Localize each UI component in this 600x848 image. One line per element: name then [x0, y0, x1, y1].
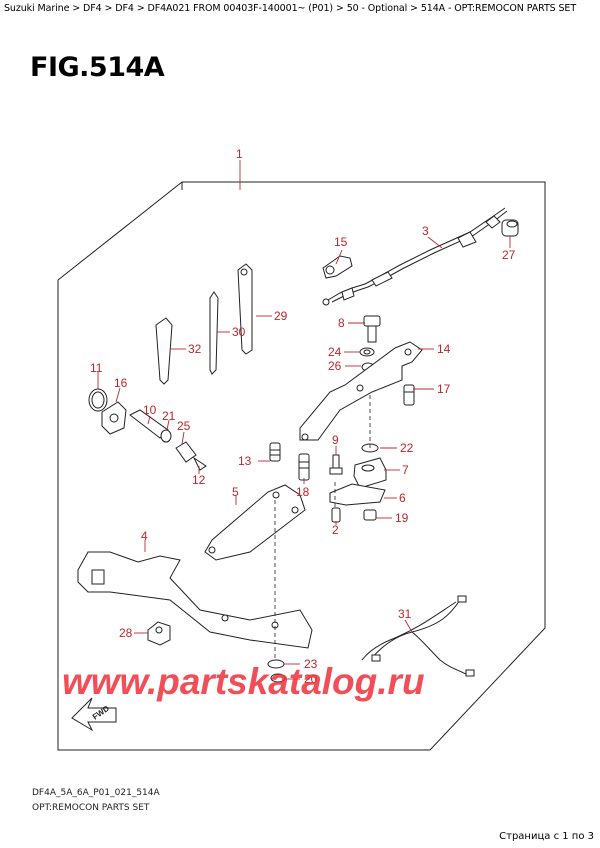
callout-24: 24 [328, 345, 342, 359]
bracket-5 [204, 484, 306, 561]
o-ring-11 [88, 388, 108, 412]
cable-cap [501, 219, 519, 237]
diagram-code: DF4A_5A_6A_P01_021_514A [32, 788, 160, 798]
block-7 [353, 457, 387, 489]
clip-28 [147, 621, 171, 646]
callout-14: 14 [437, 342, 451, 356]
remote-cable [322, 207, 508, 306]
bolt-8 [363, 315, 381, 343]
callout-3: 3 [422, 224, 429, 238]
cable-tie-32 [155, 317, 173, 385]
callout-12: 12 [192, 473, 206, 487]
callout-10: 10 [143, 403, 157, 417]
bolt-2 [331, 507, 341, 523]
base-plate-4 [77, 551, 313, 649]
grip-16 [101, 401, 127, 435]
callout-2: 2 [332, 523, 339, 537]
callout-28: 28 [119, 626, 133, 640]
callout-30: 30 [232, 325, 246, 339]
cable-tie-29 [237, 263, 253, 355]
cable-tie-30 [209, 291, 219, 375]
callout-6: 6 [399, 491, 406, 505]
callout-25: 25 [177, 419, 191, 433]
breadcrumb[interactable]: Suzuki Marine > DF4 > DF4 > DF4A021 FROM… [4, 3, 577, 14]
callout-23: 23 [304, 657, 318, 671]
bracket-14 [299, 341, 423, 441]
callout-27: 27 [502, 248, 516, 262]
callout-1: 1 [236, 147, 243, 161]
callout-15: 15 [334, 235, 348, 249]
leader-lines [97, 160, 511, 680]
diagram-frame [57, 181, 546, 751]
callout-32: 32 [188, 342, 202, 356]
callout-11: 11 [90, 361, 103, 375]
callout-21: 21 [162, 409, 176, 423]
washer-21 [160, 429, 172, 443]
nut-19 [363, 509, 377, 521]
callout-22: 22 [400, 441, 414, 455]
callout-labels: 1 2 3 4 5 6 7 8 9 10 11 12 13 14 15 16 1… [90, 147, 516, 686]
callout-9: 9 [332, 433, 339, 447]
callout-16: 16 [114, 376, 128, 390]
callout-29: 29 [274, 309, 288, 323]
plate-6 [329, 483, 386, 506]
figure-title: FIG.514A [30, 52, 165, 83]
callout-7: 7 [402, 463, 409, 477]
cable-end [322, 255, 353, 279]
callout-17: 17 [437, 382, 451, 396]
callout-4: 4 [141, 529, 148, 543]
callout-18: 18 [296, 485, 310, 499]
sleeve-25 [175, 441, 197, 463]
callout-19: 19 [395, 511, 409, 525]
callout-31: 31 [398, 607, 412, 621]
diagram-subtitle: OPT:REMOCON PARTS SET [32, 803, 150, 813]
bolt-13 [269, 442, 281, 462]
callout-20: 20 [304, 672, 318, 686]
fwd-arrow-icon [71, 697, 117, 732]
stud-9 [329, 454, 343, 475]
stud-18 [298, 453, 310, 481]
callout-13: 13 [238, 454, 252, 468]
pin-12 [192, 456, 207, 471]
callout-26: 26 [328, 359, 342, 373]
pager[interactable]: Страница с 1 по 3 [499, 831, 594, 842]
washer-20 [270, 673, 286, 683]
callout-5: 5 [232, 485, 239, 499]
watermark: www.partskatalog.ru [62, 661, 425, 702]
bolt-17 [403, 384, 415, 406]
callout-8: 8 [338, 316, 345, 330]
nut-24 [359, 347, 375, 357]
